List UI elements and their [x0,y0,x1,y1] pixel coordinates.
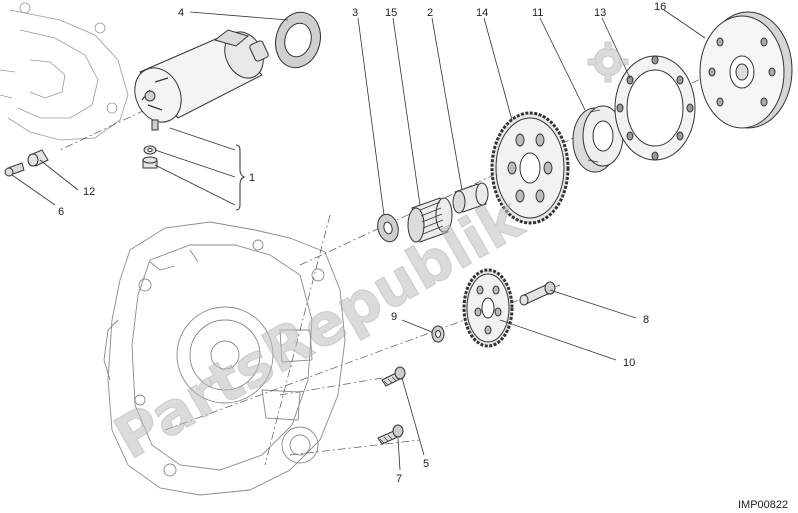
callout-1: 1 [249,172,255,184]
gear-shaft-pin [519,281,556,306]
callout-2: 2 [427,7,433,19]
intermediate-gear [462,268,514,348]
cover-bolt-lower [377,424,404,445]
starter-idler-gear [490,111,570,225]
spacer-bushing [27,149,49,167]
terminal-nut-and-washer [142,145,158,169]
callout-4: 4 [178,7,184,19]
cover-bolt-upper [381,366,406,387]
callout-7: 7 [396,473,402,485]
callout-5: 5 [423,458,429,470]
gear-logo-icon [587,41,629,83]
callout-leader-lines [11,9,706,471]
callout-13: 13 [594,7,606,19]
callout-8: 8 [643,314,649,326]
needle-roller-bearing [407,197,453,243]
callout-10: 10 [623,357,635,369]
callout-11: 11 [532,7,543,19]
callout-14: 14 [476,7,488,19]
thrust-washer [377,213,399,243]
callout-12: 12 [83,186,95,198]
mounting-screw [4,162,25,177]
diagram-reference-code: IMP00822 [738,499,788,511]
callout-15: 15 [385,7,397,19]
callout-6: 6 [58,206,64,218]
crankcase-sketch [103,221,346,496]
callout-16: 16 [654,1,666,13]
starter-motor [134,29,269,131]
callout-3: 3 [352,7,358,19]
freewheel-clutch [572,105,624,173]
starter-seal-ring [275,11,321,69]
flywheel-rotor [699,11,793,129]
flywheel-bolt-ring [614,55,696,161]
callout-9: 9 [391,311,397,323]
engine-cover-sketch [0,2,129,141]
group-brace [235,144,246,211]
callout-numbers: 4 3 15 2 14 11 13 16 1 12 6 9 8 10 5 7 [58,1,666,485]
gear-retaining-washer [431,325,445,343]
idler-bushing [452,182,489,214]
